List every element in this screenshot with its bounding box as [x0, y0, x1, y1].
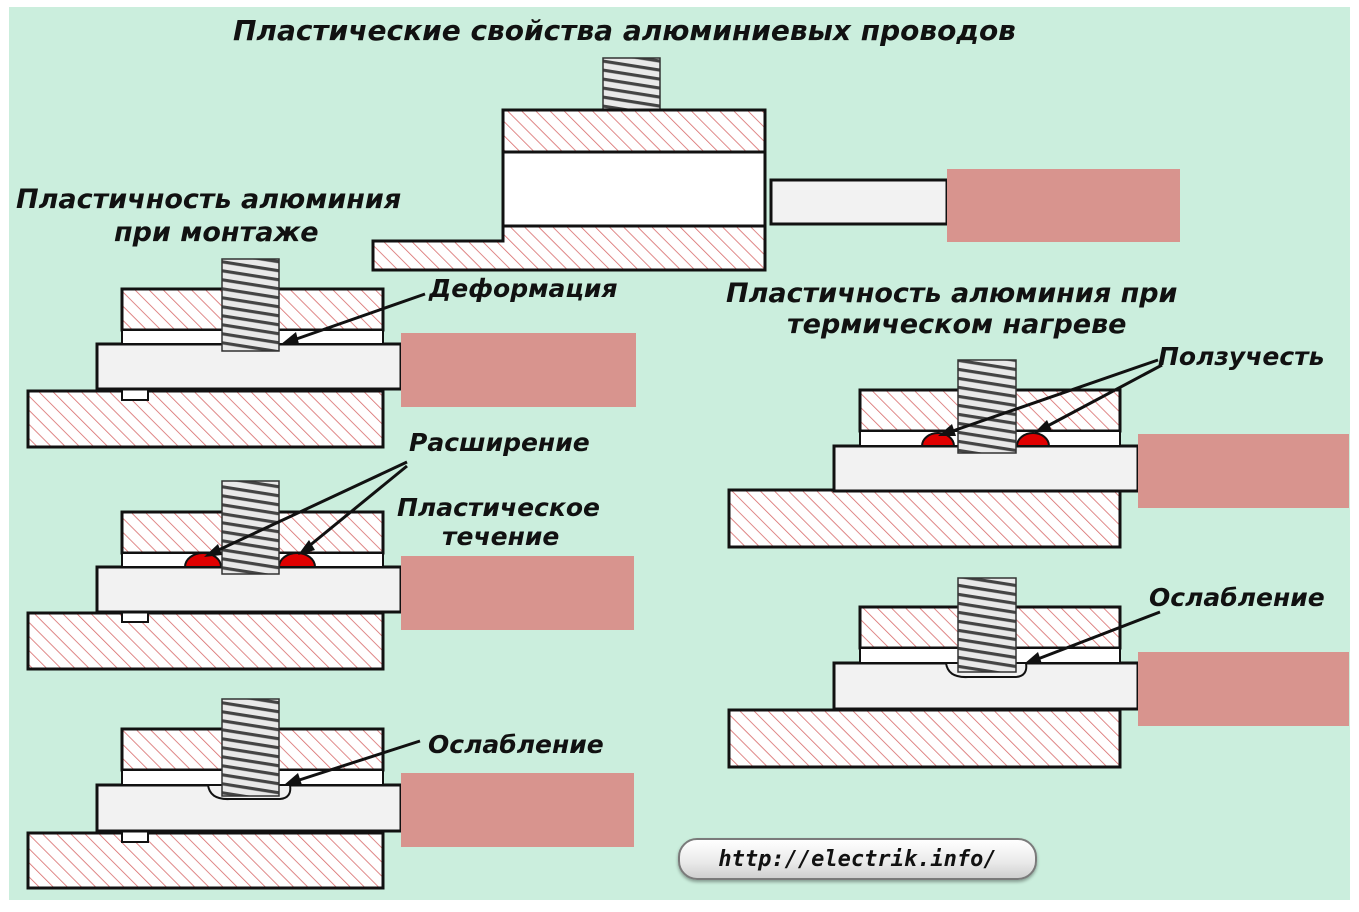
r1-pointer-a [943, 358, 1159, 436]
top-assembly [371, 57, 1180, 272]
section-heating-title-line2: термическом нагреве [787, 309, 1127, 340]
l1-screw [221, 258, 280, 352]
label-creep: Ползучесть [1158, 342, 1325, 371]
l2-bulge-left [183, 552, 223, 568]
l1-pointer-head [280, 332, 299, 345]
r2-insulation [1138, 652, 1349, 726]
section-mounting-title-line2: при монтаже [114, 217, 319, 248]
diagram-title: Пластические свойства алюминиевых провод… [233, 14, 1016, 47]
l2-base [26, 611, 385, 671]
label-loosening-right: Ослабление [1149, 583, 1325, 612]
l2-pointer-a-head [204, 544, 222, 557]
top-wire-conductor [769, 178, 949, 226]
l3-screw [221, 698, 280, 797]
section-mounting-title-line1: Пластичность алюминия [16, 184, 402, 215]
r1-pointer-b-head [1034, 420, 1052, 433]
label-expansion: Расширение [409, 428, 590, 457]
l3-pointer [289, 739, 421, 785]
label-loosening-left: Ослабление [428, 730, 604, 759]
section-heating-title-line1: Пластичность алюминия при [726, 278, 1178, 309]
l2-pointer-b-head [298, 540, 315, 555]
top-wire-insulation [947, 169, 1180, 242]
source-url-badge[interactable]: http://electrik.info/ [678, 838, 1037, 880]
label-plastic-flow-line1: Пластическое [397, 493, 600, 522]
l3-insulation [401, 773, 634, 847]
r1-bulge-left [920, 432, 956, 447]
left-assembly-2 [26, 460, 634, 671]
r2-base [727, 708, 1122, 769]
label-deformation: Деформация [429, 274, 618, 303]
left-assembly-1 [26, 258, 636, 449]
r1-bulge-right [1015, 432, 1051, 447]
top-clamp-plate [501, 108, 767, 154]
l1-insulation [401, 333, 636, 407]
l3-pointer-head [284, 773, 302, 785]
left-assembly-3 [26, 698, 634, 890]
l2-bulge-right [277, 552, 317, 568]
top-base [371, 224, 767, 272]
top-gap [501, 150, 767, 228]
r1-pointer-b [1039, 363, 1163, 432]
r1-insulation [1138, 434, 1349, 508]
label-plastic-flow-line2: течение [442, 522, 560, 551]
r2-pointer-head [1024, 652, 1042, 664]
l2-insulation [401, 556, 634, 630]
r2-screw [957, 577, 1017, 673]
l1-pointer [284, 292, 426, 345]
r1-screw [957, 359, 1017, 454]
l1-base [26, 389, 385, 449]
right-assembly-2 [727, 577, 1349, 769]
right-assembly-1 [727, 358, 1349, 549]
l3-base [26, 831, 385, 890]
l2-pointer-b [302, 464, 408, 553]
r2-pointer [1029, 610, 1161, 664]
r1-base [727, 488, 1122, 549]
r1-pointer-a-head [938, 424, 956, 436]
source-url-text: http://electrik.info/ [718, 846, 997, 872]
l2-screw [221, 480, 280, 575]
l2-pointer-a [209, 460, 408, 556]
